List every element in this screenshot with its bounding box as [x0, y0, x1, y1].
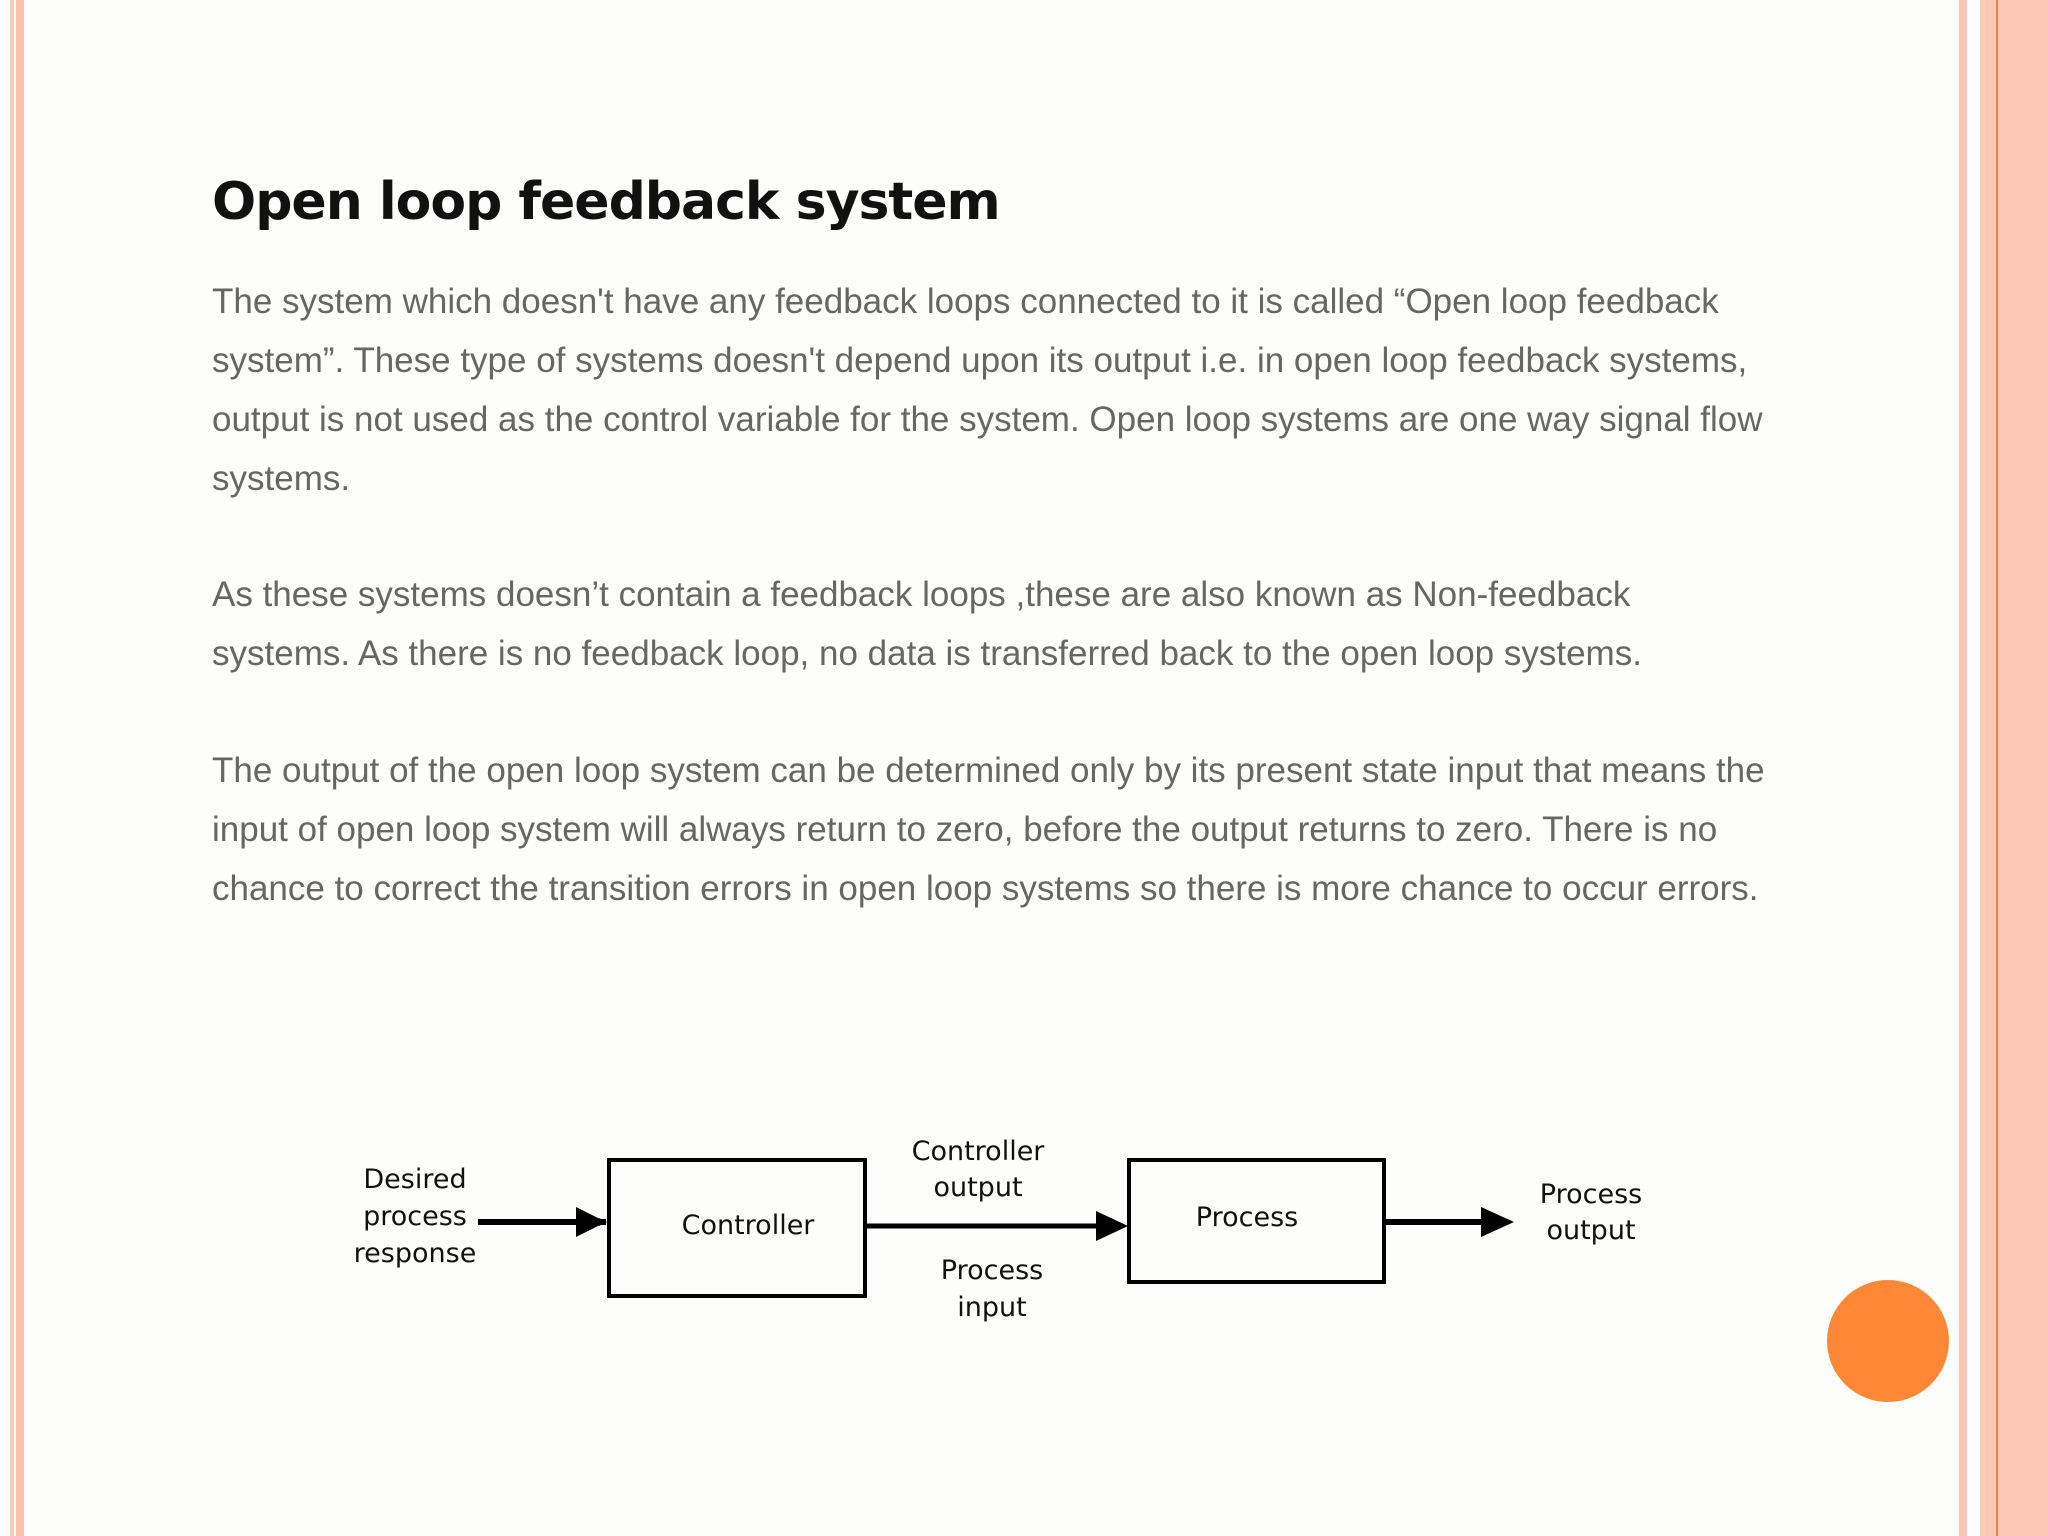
svg-text:output: output	[933, 1172, 1022, 1203]
svg-text:Controller: Controller	[912, 1136, 1046, 1167]
svg-text:input: input	[957, 1292, 1026, 1323]
svg-text:Process: Process	[941, 1255, 1043, 1286]
page-title: Open loop feedback system	[212, 172, 1001, 232]
paragraph-1: The system which doesn't have any feedba…	[212, 282, 1763, 498]
process-input-label: Process input	[941, 1255, 1043, 1323]
svg-text:process: process	[363, 1201, 467, 1232]
svg-text:Desired: Desired	[363, 1164, 466, 1195]
svg-text:Process: Process	[1540, 1179, 1642, 1210]
arrowhead	[1481, 1207, 1514, 1237]
svg-text:response: response	[354, 1238, 477, 1269]
controller-output-label: Controller output	[912, 1136, 1046, 1203]
orange-circle-decoration	[1827, 1280, 1949, 1402]
process-label: Process	[1196, 1202, 1298, 1233]
left-border-stripe	[10, 0, 14, 1536]
right-border-band	[1980, 0, 2048, 1536]
left-border-stripe	[16, 0, 24, 1536]
right-border-line	[1996, 0, 1998, 1536]
arrowhead	[1096, 1211, 1128, 1241]
input-label: Desired process response	[354, 1164, 477, 1269]
svg-text:output: output	[1546, 1215, 1635, 1246]
paragraph-3: The output of the open loop system can b…	[212, 751, 1765, 908]
paragraph-2: As these systems doesn’t contain a feedb…	[212, 575, 1642, 673]
arrowhead	[576, 1207, 606, 1237]
right-border-stripe	[1959, 0, 1967, 1536]
process-output-label: Process output	[1540, 1179, 1642, 1246]
controller-label: Controller	[682, 1210, 816, 1241]
